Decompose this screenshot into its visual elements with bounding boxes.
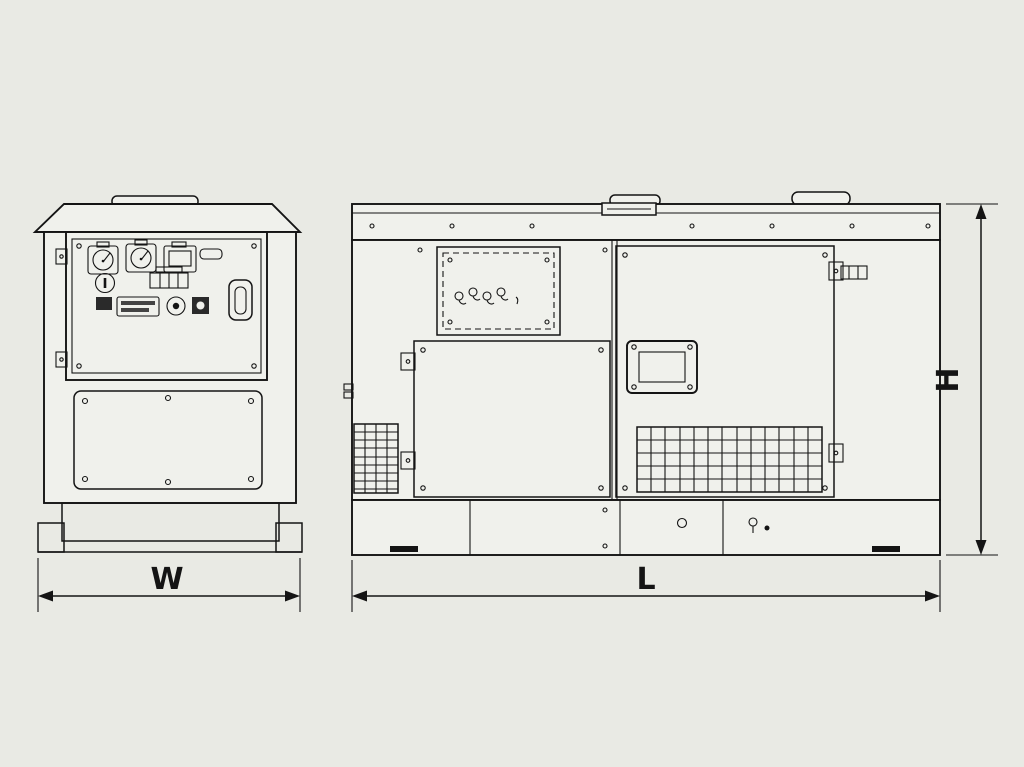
hinge-icon <box>400 451 416 470</box>
screw-icon <box>631 344 637 350</box>
control-panel-frame <box>65 231 268 381</box>
hinge-icon <box>400 352 416 371</box>
screw-icon <box>81 397 89 405</box>
dot-icon <box>764 525 770 531</box>
socket-icon <box>192 297 209 314</box>
screw-icon <box>247 475 255 483</box>
left-louver-grid <box>353 423 399 494</box>
height-dimension: H <box>931 203 998 556</box>
right-louver-grid <box>636 426 823 493</box>
screw-icon <box>76 243 82 249</box>
screw-icon <box>251 243 257 249</box>
label-plate <box>116 296 160 317</box>
screw-icon <box>602 507 608 513</box>
arrowhead-icon <box>38 590 53 602</box>
arrowhead-icon <box>285 590 300 602</box>
panel-handle <box>228 279 253 321</box>
key-switch-icon <box>94 272 116 294</box>
width-dimension-label: W <box>150 562 183 597</box>
bolt-icons <box>369 223 931 229</box>
screw-icon <box>76 363 82 369</box>
indicator-lamp-icon <box>199 248 223 260</box>
hook-icons <box>454 287 519 305</box>
lifting-handle <box>601 202 657 216</box>
door-handle <box>626 340 698 394</box>
ammeter-gauge-icon <box>125 239 157 273</box>
screw-icon <box>447 257 453 263</box>
width-dimension: W <box>37 558 301 612</box>
screw-icon <box>602 543 608 549</box>
front-base-skid <box>37 502 303 553</box>
screw-icon <box>420 485 426 491</box>
screw-icon <box>622 252 628 258</box>
vent-bracket-icon <box>840 265 868 280</box>
screw-icon <box>598 485 604 491</box>
screw-icon <box>602 247 608 253</box>
arrowhead-icon <box>925 590 940 602</box>
hinge-icon <box>55 248 68 265</box>
screw-icon <box>687 384 693 390</box>
hinge-icon <box>55 351 68 368</box>
screw-icon <box>164 478 172 486</box>
screw-icon <box>544 257 550 263</box>
side-base-skid <box>351 499 941 556</box>
hinge-icon <box>828 443 844 463</box>
screw-icon <box>622 485 628 491</box>
screw-icon <box>598 347 604 353</box>
height-dimension-label: H <box>931 367 966 392</box>
screw-icon <box>822 485 828 491</box>
circuit-breaker-icon <box>149 266 189 289</box>
screw-icon <box>687 344 693 350</box>
screw-icon <box>81 475 89 483</box>
screw-icon <box>164 394 172 402</box>
hinge-icon <box>828 261 844 281</box>
screw-icon <box>420 347 426 353</box>
length-dimension-label: L <box>636 562 655 597</box>
screw-icon <box>822 252 828 258</box>
forklift-slot-icon <box>390 546 418 552</box>
side-right-door <box>615 245 844 498</box>
stop-button-icon <box>96 297 112 310</box>
side-view <box>343 191 941 556</box>
screw-icon <box>417 247 423 253</box>
screw-icon <box>447 319 453 325</box>
side-left-door <box>400 340 611 498</box>
front-cabinet-body <box>43 231 297 504</box>
service-plate <box>436 246 561 336</box>
arrowhead-icon <box>975 204 987 219</box>
screw-icon <box>544 319 550 325</box>
drain-port-icon <box>676 517 688 529</box>
fuel-tap-icon <box>343 383 354 399</box>
length-dimension: L <box>351 560 941 612</box>
screw-icon <box>631 384 637 390</box>
arrowhead-icon <box>352 590 367 602</box>
front-access-panel <box>73 390 263 490</box>
control-panel <box>55 231 268 381</box>
key-hole-icon <box>748 517 758 533</box>
screw-icon <box>247 397 255 405</box>
arrowhead-icon <box>975 540 987 555</box>
front-roof <box>32 203 303 233</box>
screw-icon <box>251 363 257 369</box>
front-view <box>32 195 303 553</box>
forklift-slot-icon <box>872 546 900 552</box>
side-cabinet-body <box>351 239 941 501</box>
power-outlet-icon <box>166 296 186 316</box>
control-panel-inner <box>71 238 262 374</box>
